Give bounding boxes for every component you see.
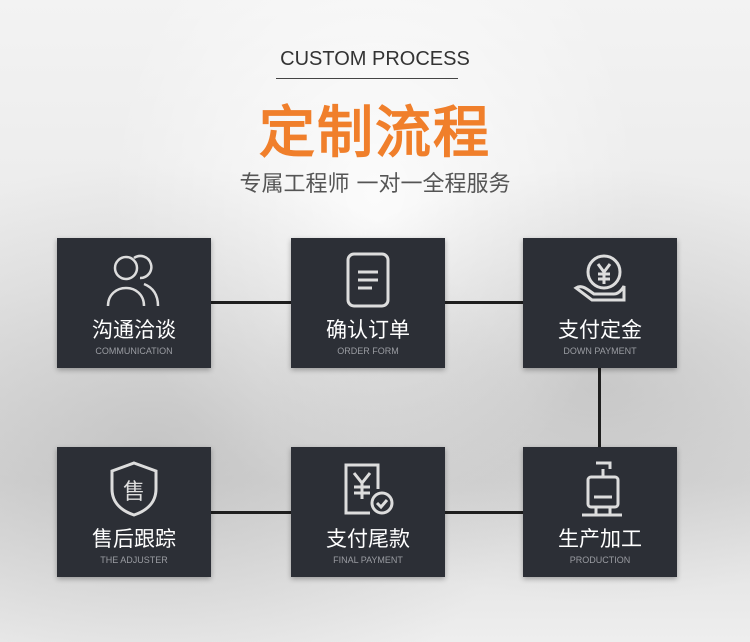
connector: [211, 511, 291, 514]
step-label-en: COMMUNICATION: [95, 346, 173, 356]
step-final-payment: 支付尾款 FINAL PAYMENT: [291, 447, 445, 577]
document-icon: [346, 252, 390, 308]
step-after-sales: 售 售后跟踪 THE ADJUSTER: [57, 447, 211, 577]
step-communication: 沟通洽谈 COMMUNICATION: [57, 238, 211, 368]
svg-text:售: 售: [123, 480, 145, 505]
step-label-en: THE ADJUSTER: [100, 555, 168, 565]
step-label-en: PRODUCTION: [569, 555, 631, 565]
step-down-payment: 支付定金 DOWN PAYMENT: [523, 238, 677, 368]
tagline: 专属工程师 一对一全程服务: [239, 172, 511, 197]
people-icon: [106, 254, 160, 307]
step-order-form: 确认订单 ORDER FORM: [291, 238, 445, 368]
yen-hand-icon: [573, 254, 626, 302]
page-title: 定制流程: [259, 101, 491, 166]
connector: [445, 301, 523, 304]
step-label: 沟通洽谈: [92, 318, 176, 342]
step-label-en: FINAL PAYMENT: [333, 555, 403, 565]
step-label: 生产加工: [558, 527, 642, 551]
shield-icon: 售: [110, 461, 158, 517]
step-production: 生产加工 PRODUCTION: [523, 447, 677, 577]
machine-icon: [582, 461, 622, 517]
step-label: 支付尾款: [326, 527, 410, 551]
yen-check-icon: [344, 463, 394, 515]
connector: [211, 301, 291, 304]
divider: [276, 78, 458, 79]
connector: [598, 368, 601, 447]
step-label-en: DOWN PAYMENT: [563, 346, 637, 356]
step-label: 售后跟踪: [92, 527, 176, 551]
step-label: 确认订单: [326, 318, 410, 342]
connector: [445, 511, 523, 514]
subtitle-en: CUSTOM PROCESS: [280, 48, 470, 70]
step-label-en: ORDER FORM: [337, 346, 399, 356]
step-label: 支付定金: [558, 318, 642, 342]
